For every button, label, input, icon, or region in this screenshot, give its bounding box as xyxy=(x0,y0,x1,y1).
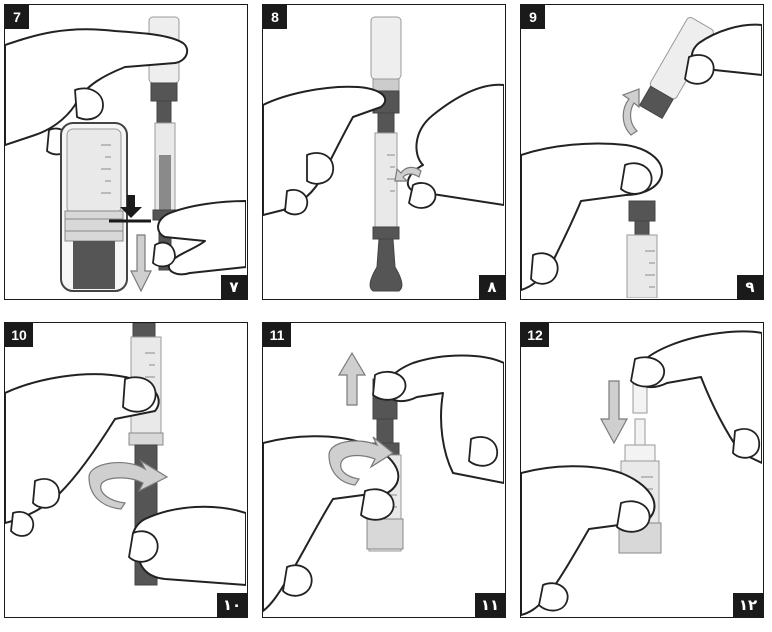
step-7-illustration xyxy=(5,16,246,293)
step-number-arabic: ١٠ xyxy=(217,593,247,617)
plunger-stopper xyxy=(372,226,400,240)
step-number-arabic: ١١ xyxy=(475,593,505,617)
step-number-arabic: ٧ xyxy=(221,275,247,299)
down-arrow-dark xyxy=(120,195,142,218)
step-panel-8: 8 ٨ xyxy=(262,4,506,300)
step-panel-10: 10 ١٠ xyxy=(4,322,248,618)
hand-left xyxy=(263,85,387,216)
step-number: 12 xyxy=(521,323,549,347)
step-number: 11 xyxy=(263,323,291,347)
curved-arrow-push xyxy=(394,166,422,182)
down-arrow xyxy=(599,380,629,445)
step-number: 9 xyxy=(521,5,545,29)
rotate-arrow xyxy=(328,436,395,486)
plunger-rod xyxy=(369,238,403,292)
hand-right xyxy=(406,83,504,206)
step-number: 8 xyxy=(263,5,287,29)
syringe-tip-cap xyxy=(632,382,648,414)
step-number: 10 xyxy=(5,323,33,347)
curved-arrow-tilt xyxy=(621,88,640,136)
vial-cap xyxy=(638,85,674,120)
hand-top xyxy=(5,28,189,146)
syringe-barrel xyxy=(374,132,398,230)
down-arrow-grey xyxy=(130,234,152,293)
step-number-arabic: ٨ xyxy=(479,275,505,299)
vial xyxy=(370,16,402,80)
step-number-arabic: ٩ xyxy=(737,275,763,299)
step-number-arabic: ١٢ xyxy=(733,593,763,617)
step-panel-7: 7 ٧ xyxy=(4,4,248,300)
step-12-illustration xyxy=(521,330,762,616)
step-8-illustration xyxy=(263,16,504,292)
rotate-arrow xyxy=(88,459,169,510)
hand-bottom xyxy=(157,200,246,276)
vial-adapter xyxy=(628,200,656,222)
step-number: 7 xyxy=(5,5,29,29)
vial-adapter xyxy=(150,82,178,102)
up-arrow xyxy=(337,351,367,406)
step-9-illustration xyxy=(521,17,762,298)
syringe-barrel xyxy=(626,234,658,298)
step-panel-9: 9 ٩ xyxy=(520,4,764,300)
step-10-illustration xyxy=(5,323,246,586)
step-11-illustration xyxy=(263,351,504,612)
step-panel-12: 12 ١٢ xyxy=(520,322,764,618)
step-panel-11: 11 ١١ xyxy=(262,322,506,618)
